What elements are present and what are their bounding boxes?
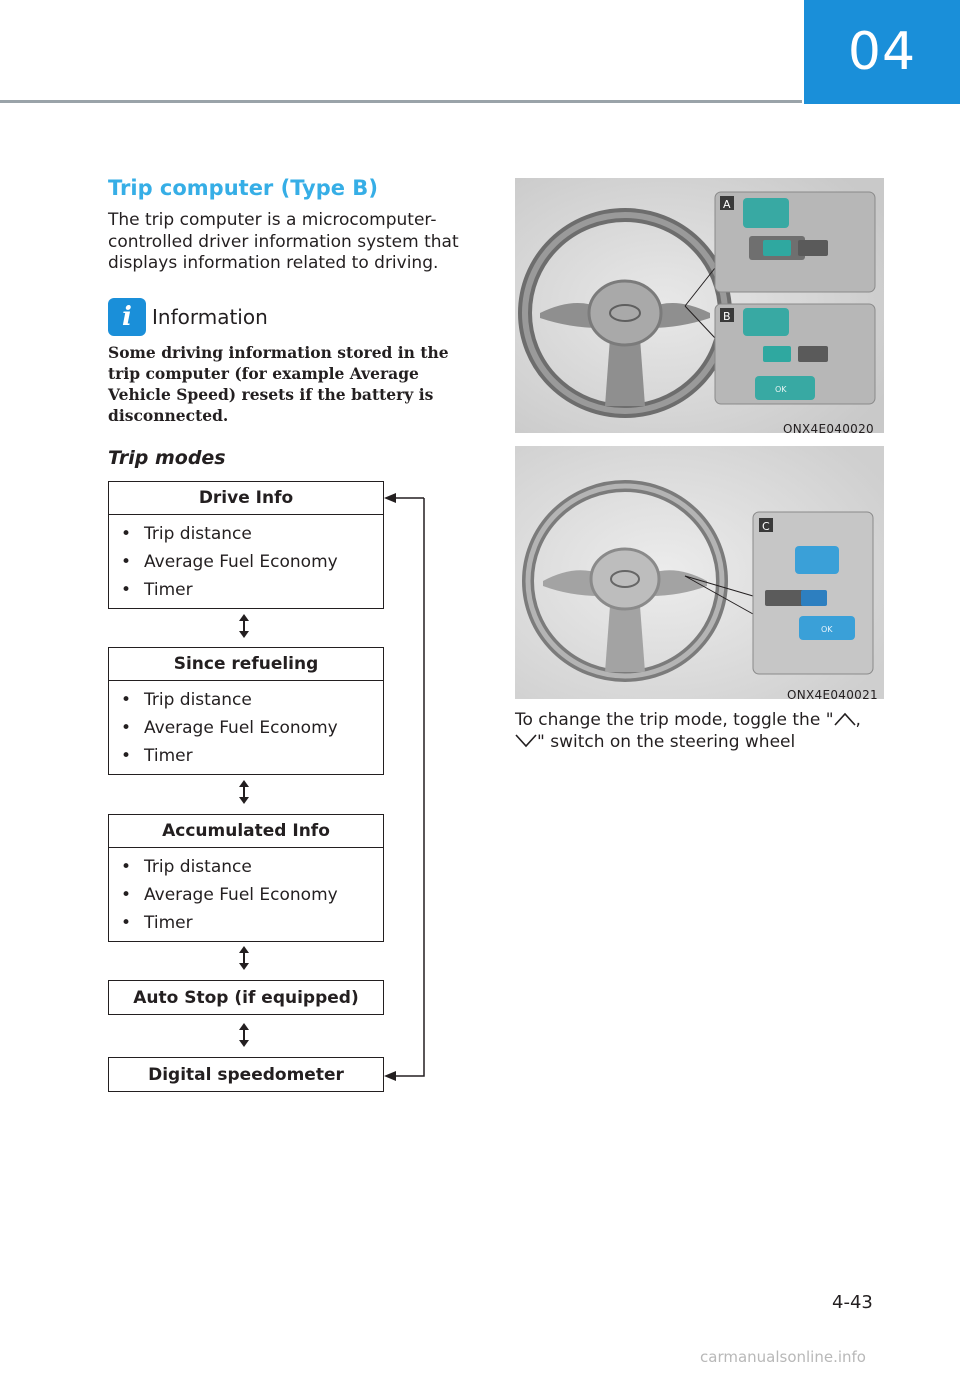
instruction-separator: , [855, 710, 861, 730]
mode-box-accumulated-info: Accumulated Info Trip distance Average F… [108, 814, 384, 942]
intro-paragraph: The trip computer is a microcomputer-con… [108, 210, 459, 273]
mode-title: Digital speedometer [148, 1064, 344, 1085]
trip-modes-heading: Trip modes [108, 447, 226, 469]
mode-title: Accumulated Info [109, 815, 383, 848]
mode-item-list: Trip distance Average Fuel Economy Timer [109, 681, 383, 774]
list-item: Trip distance [121, 853, 383, 881]
mode-box-drive-info: Drive Info Trip distance Average Fuel Ec… [108, 481, 384, 609]
callout-b-label: B [723, 310, 731, 323]
list-item: Timer [121, 576, 383, 604]
mode-item-list: Trip distance Average Fuel Economy Timer [109, 848, 383, 941]
double-arrow-icon [239, 1023, 249, 1047]
mode-title: Auto Stop (if equipped) [133, 987, 359, 1008]
list-item: Timer [121, 742, 383, 770]
chapter-tab: 04 [804, 0, 960, 104]
info-icon: i [108, 298, 146, 336]
steering-wheel-illustration: A OK B [515, 178, 884, 433]
footer-watermark: carmanualsonline.info [700, 1348, 866, 1366]
change-mode-instruction: To change the trip mode, toggle the ", "… [515, 710, 885, 753]
instruction-before: To change the trip mode, toggle the " [515, 710, 834, 730]
page-number: 4-43 [832, 1292, 873, 1313]
information-header: i Information [108, 298, 268, 336]
information-title: Information [152, 305, 268, 329]
mode-box-auto-stop: Auto Stop (if equipped) [108, 980, 384, 1015]
list-item: Average Fuel Economy [121, 714, 383, 742]
callout-a-label: A [723, 198, 731, 211]
chevron-up-icon [833, 712, 856, 726]
steering-wheel-photo-ab: A OK B [515, 178, 884, 433]
figure-code: ONX4E040020 [783, 422, 874, 436]
figure-code: ONX4E040021 [787, 688, 878, 702]
list-item: Timer [121, 909, 383, 937]
list-item: Average Fuel Economy [121, 881, 383, 909]
list-item: Average Fuel Economy [121, 548, 383, 576]
ok-button-label: OK [821, 625, 833, 634]
steering-wheel-illustration: C OK [515, 446, 884, 699]
mode-box-since-refueling: Since refueling Trip distance Average Fu… [108, 647, 384, 775]
mode-box-digital-speedometer: Digital speedometer [108, 1057, 384, 1092]
ok-button-label: OK [775, 385, 787, 394]
double-arrow-icon [239, 780, 249, 804]
double-arrow-icon [239, 946, 249, 970]
instruction-after: " switch on the steering wheel [537, 731, 796, 752]
chapter-number: 04 [847, 22, 917, 82]
header-rule [0, 100, 802, 103]
list-item: Trip distance [121, 686, 383, 714]
section-title: Trip computer (Type B) [108, 176, 378, 200]
mode-title: Drive Info [109, 482, 383, 515]
chevron-down-icon [515, 733, 537, 747]
steering-wheel-photo-c: C OK [515, 446, 884, 699]
callout-c-label: C [762, 520, 770, 533]
mode-item-list: Trip distance Average Fuel Economy Timer [109, 515, 383, 608]
mode-title: Since refueling [109, 648, 383, 681]
information-body: Some driving information stored in the t… [108, 343, 449, 425]
double-arrow-icon [239, 614, 249, 638]
loop-connector [384, 493, 425, 1081]
list-item: Trip distance [121, 520, 383, 548]
